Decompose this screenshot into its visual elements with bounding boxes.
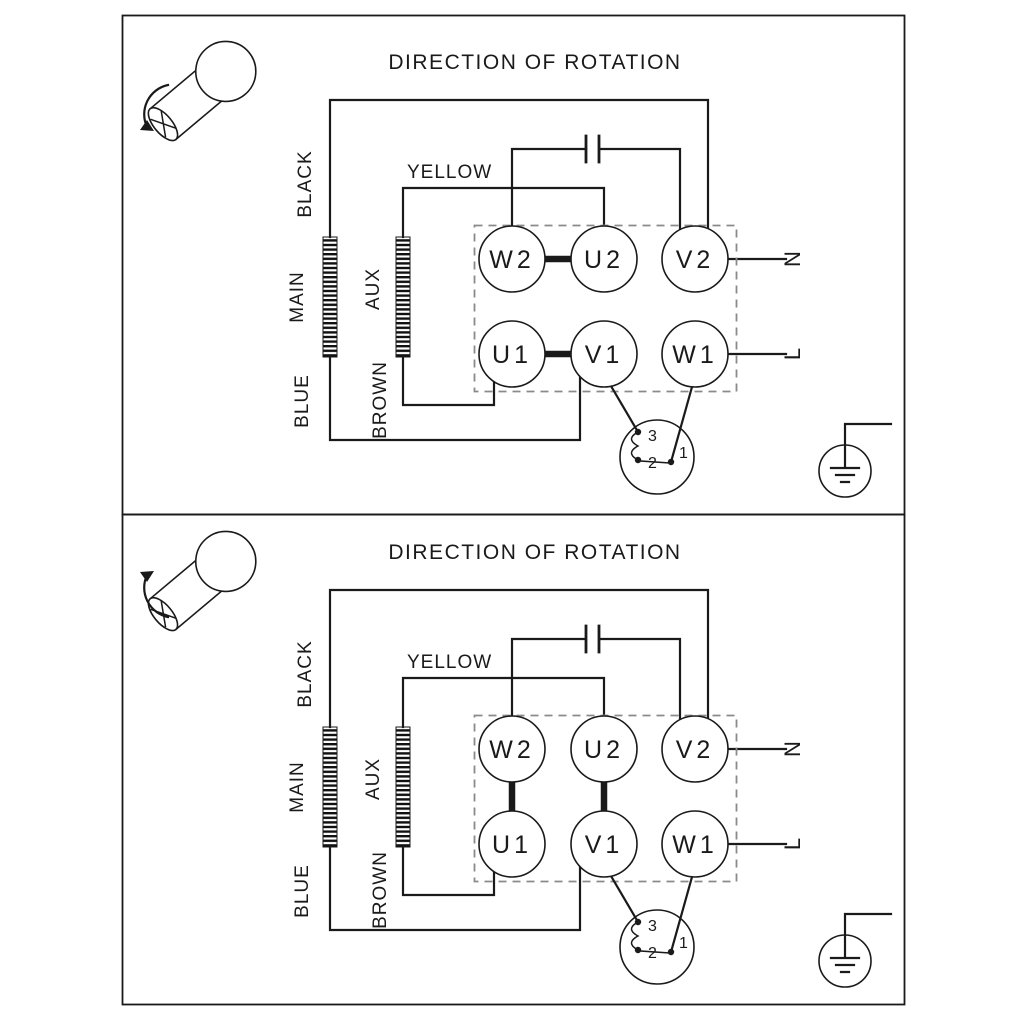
- label-blue: BLUE: [292, 374, 313, 428]
- label-yellow: YELLOW: [407, 162, 492, 183]
- terminal-u1-circle: [478, 320, 546, 388]
- wire-brown: [401, 845, 496, 897]
- wire-v1-to-thermal: [609, 384, 640, 434]
- label-main: MAIN: [287, 761, 308, 813]
- wire-v1-to-thermal: [609, 874, 640, 924]
- label-black: BLACK: [295, 150, 316, 217]
- terminal-w1-label: W1: [672, 831, 718, 859]
- rotation-arrow-arc: [143, 573, 170, 619]
- wire-black: [328, 588, 710, 729]
- terminal-w2-label: W2: [489, 736, 535, 764]
- capacitor-wire-left: [510, 637, 588, 719]
- label-blue: BLUE: [292, 864, 313, 918]
- terminal-w1-circle: [661, 320, 729, 388]
- terminal-v2-circle: [661, 225, 729, 293]
- terminal-w2-circle: [478, 225, 546, 293]
- thermal-contact: [640, 950, 670, 954]
- label-brown: BROWN: [370, 361, 391, 439]
- ground-lead: [843, 912, 893, 937]
- panel-title: DIRECTION OF ROTATION: [388, 541, 681, 564]
- terminal-v2-circle: [661, 715, 729, 783]
- ground-lead: [843, 422, 893, 447]
- main-winding-coil: [322, 726, 338, 848]
- thermal-terminal-2-label: 2: [648, 945, 657, 962]
- wire-yellow: [401, 186, 606, 239]
- label-brown: BROWN: [370, 851, 391, 929]
- thermal-terminal-1-label: 1: [679, 445, 688, 462]
- thermal-terminal-3: [634, 918, 642, 926]
- terminal-v1-circle: [570, 810, 638, 878]
- terminal-w1-label: W1: [672, 341, 718, 369]
- main-winding-coil: [322, 236, 338, 358]
- label-yellow: YELLOW: [407, 652, 492, 673]
- capacitor-wire-right: [597, 147, 682, 233]
- thermal-protector: [619, 909, 695, 985]
- wire-brown: [401, 355, 496, 407]
- ground-symbol-bars: [829, 934, 861, 974]
- capacitor-wire-right: [597, 637, 682, 723]
- terminal-v2-label: V2: [676, 736, 715, 764]
- ground-symbol-bars: [829, 444, 861, 484]
- label-black: BLACK: [295, 640, 316, 707]
- capacitor: [584, 624, 601, 654]
- wire-w1-to-thermal: [669, 385, 694, 464]
- rotation-arrow-arc: [143, 83, 170, 129]
- thermal-element: [630, 430, 640, 462]
- wire-yellow: [401, 676, 606, 729]
- terminal-u2-circle: [570, 225, 638, 293]
- label-neutral: N: [780, 741, 805, 757]
- thermal-terminal-1-label: 1: [679, 935, 688, 952]
- terminal-u2-circle: [570, 715, 638, 783]
- label-neutral: N: [780, 251, 805, 267]
- terminal-v1-label: V1: [585, 831, 624, 859]
- label-line: L: [780, 348, 805, 360]
- terminal-v1-label: V1: [585, 341, 624, 369]
- terminal-w2-circle: [478, 715, 546, 783]
- thermal-contact: [640, 460, 670, 464]
- thermal-terminal-2-label: 2: [648, 455, 657, 472]
- motor-icon: [135, 518, 269, 644]
- wire-blue: [328, 845, 582, 932]
- thermal-protector: [619, 419, 695, 495]
- terminal-u2-label: U2: [584, 736, 624, 764]
- wire-black: [328, 98, 710, 239]
- aux-winding-coil: [395, 726, 411, 848]
- terminal-w1-circle: [661, 810, 729, 878]
- wire-w1-to-thermal: [669, 875, 694, 954]
- thermal-terminal-3-label: 3: [648, 918, 657, 935]
- label-main: MAIN: [287, 271, 308, 323]
- wire-blue: [328, 355, 582, 442]
- aux-winding-coil: [395, 236, 411, 358]
- thermal-terminal-1: [667, 458, 675, 466]
- terminal-u1-label: U1: [492, 341, 532, 369]
- panel-rotation-1: DIRECTION OF ROTATION BLACK MAIN AUX BLU…: [121, 14, 906, 516]
- capacitor-wire-left: [510, 147, 588, 229]
- panel-rotation-2: DIRECTION OF ROTATION BLACK MAIN AUX BLU…: [121, 513, 906, 1006]
- panel-title: DIRECTION OF ROTATION: [388, 51, 681, 74]
- label-line: L: [780, 838, 805, 850]
- thermal-terminal-3: [634, 428, 642, 436]
- thermal-terminal-1: [667, 948, 675, 956]
- terminal-u2-label: U2: [584, 246, 624, 274]
- thermal-terminal-2: [634, 946, 642, 954]
- thermal-element: [630, 920, 640, 952]
- rotation-arrow-head-up: [140, 571, 154, 582]
- capacitor: [584, 134, 601, 164]
- label-aux: AUX: [363, 268, 384, 310]
- terminal-w2-label: W2: [489, 246, 535, 274]
- terminal-u1-label: U1: [492, 831, 532, 859]
- thermal-terminal-3-label: 3: [648, 428, 657, 445]
- thermal-terminal-2: [634, 456, 642, 464]
- terminal-v1-circle: [570, 320, 638, 388]
- panel-border: [121, 513, 906, 1006]
- rotation-arrow-head-down: [140, 120, 154, 131]
- label-aux: AUX: [363, 758, 384, 800]
- terminal-v2-label: V2: [676, 246, 715, 274]
- terminal-u1-circle: [478, 810, 546, 878]
